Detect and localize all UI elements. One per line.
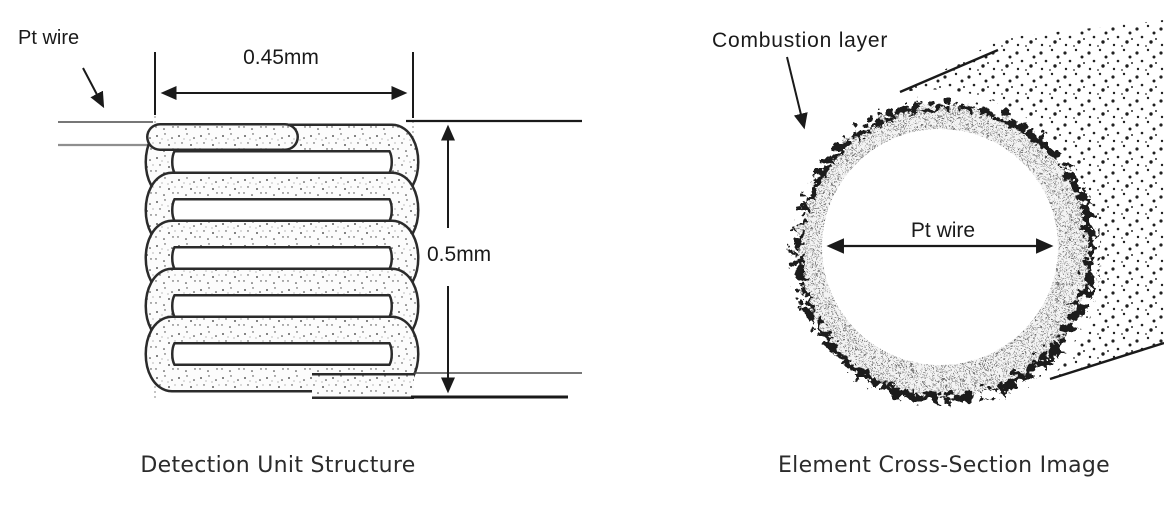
lead-wire-top bbox=[58, 121, 153, 147]
pt-wire-callout: Pt wire bbox=[18, 27, 105, 109]
pt-wire-label: Pt wire bbox=[911, 219, 975, 242]
coil-height-label: 0.5mm bbox=[427, 243, 491, 266]
boundary-line-top bbox=[899, 48, 999, 94]
pt-wire-pointer-arrow bbox=[82, 67, 105, 109]
pt-wire-diameter: Pt wire bbox=[826, 219, 1054, 254]
pt-wire-label: Pt wire bbox=[18, 27, 79, 49]
detection-unit-figure: 0.45mm 0.5mm Pt wire bbox=[18, 27, 582, 399]
boundary-line-bottom bbox=[1049, 341, 1164, 381]
coil-turn bbox=[147, 318, 417, 390]
left-figure-caption: Detection Unit Structure bbox=[140, 453, 416, 478]
combustion-layer-callout: Combustion layer bbox=[712, 29, 888, 130]
surrounding-stipple-region bbox=[904, 20, 1164, 378]
coil-body bbox=[144, 123, 420, 399]
lead-wire-bottom bbox=[411, 372, 582, 399]
combustion-layer-pointer-arrow bbox=[786, 56, 808, 130]
right-figure-caption: Element Cross-Section Image bbox=[777, 453, 1111, 478]
height-dimension: 0.5mm bbox=[406, 119, 582, 394]
cross-section-figure: Pt wire Combustion layer bbox=[712, 20, 1164, 397]
combustion-layer-label: Combustion layer bbox=[712, 29, 888, 52]
width-dimension: 0.45mm bbox=[154, 46, 414, 118]
coil-width-label: 0.45mm bbox=[243, 46, 319, 69]
